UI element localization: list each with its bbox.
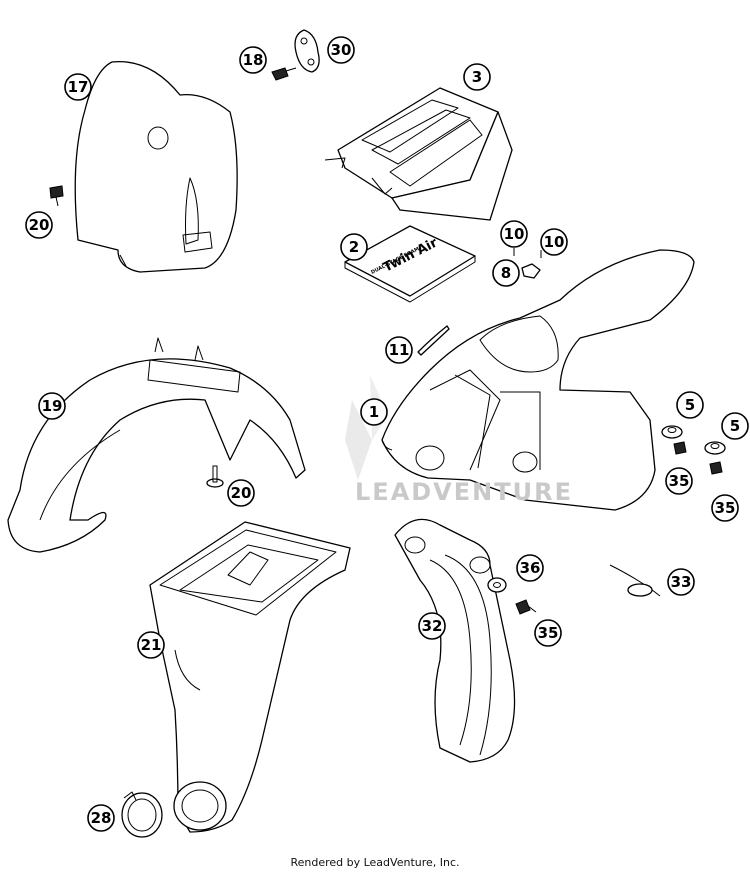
clip-parts[interactable]	[513, 248, 542, 279]
footer-credit: Rendered by LeadVenture, Inc.	[290, 856, 460, 869]
rear-fender-part[interactable]	[381, 249, 695, 511]
screw-part-18[interactable]	[271, 67, 297, 81]
svg-text:35: 35	[715, 499, 736, 517]
watermark-text: LEADVENTURE	[355, 478, 573, 506]
svg-text:35: 35	[538, 624, 559, 642]
svg-text:20: 20	[29, 216, 50, 234]
callout-5-left[interactable]: 5	[676, 391, 704, 419]
svg-text:11: 11	[389, 341, 410, 359]
air-filter-part[interactable]: Twin Air DUAL-STAGE FOAM	[344, 225, 476, 303]
callout-21[interactable]: 21	[137, 631, 165, 659]
svg-text:3: 3	[472, 68, 482, 86]
svg-text:18: 18	[243, 51, 264, 69]
svg-text:32: 32	[422, 617, 443, 635]
callout-11[interactable]: 11	[385, 336, 413, 364]
svg-text:1: 1	[369, 403, 379, 421]
svg-text:8: 8	[501, 264, 511, 282]
callout-10-right[interactable]: 10	[540, 228, 568, 256]
cable-tie-part[interactable]	[609, 564, 661, 597]
svg-text:17: 17	[68, 78, 89, 96]
bolt-part-20-lower[interactable]	[206, 465, 224, 488]
screw-part-35-left[interactable]	[673, 441, 687, 455]
svg-text:2: 2	[349, 238, 359, 256]
svg-text:5: 5	[685, 396, 695, 414]
svg-text:10: 10	[544, 233, 565, 251]
screw-part-35-lower[interactable]	[515, 599, 537, 615]
callout-2[interactable]: 2	[340, 233, 368, 261]
callout-32[interactable]: 32	[418, 612, 446, 640]
svg-text:30: 30	[331, 41, 352, 59]
callout-20-lower[interactable]: 20	[227, 479, 255, 507]
svg-text:36: 36	[520, 559, 541, 577]
callout-36[interactable]: 36	[516, 554, 544, 582]
svg-text:28: 28	[91, 809, 112, 827]
callout-1[interactable]: 1	[360, 398, 388, 426]
callout-10-left[interactable]: 10	[500, 220, 528, 248]
callout-35-lower[interactable]: 35	[534, 619, 562, 647]
front-fender-part[interactable]	[7, 337, 306, 553]
callout-5-right[interactable]: 5	[721, 412, 749, 440]
callout-3[interactable]: 3	[463, 63, 491, 91]
svg-text:5: 5	[730, 417, 740, 435]
svg-text:19: 19	[42, 397, 63, 415]
intake-boot-part[interactable]	[149, 521, 351, 833]
callout-17[interactable]: 17	[64, 73, 92, 101]
callout-20-upper[interactable]: 20	[25, 211, 53, 239]
svg-text:33: 33	[671, 573, 692, 591]
callout-35-right[interactable]: 35	[711, 494, 739, 522]
hose-clamp-part[interactable]	[121, 791, 163, 838]
number-plate-part[interactable]	[74, 60, 238, 273]
grommet-part-5-right[interactable]	[704, 441, 726, 455]
callout-35-left[interactable]: 35	[665, 467, 693, 495]
washer-part-36[interactable]	[487, 577, 507, 593]
watermark-logo	[345, 375, 388, 480]
callout-30[interactable]: 30	[327, 36, 355, 64]
svg-text:21: 21	[141, 636, 162, 654]
strip-part-11[interactable]	[417, 325, 450, 356]
screw-part-35-right[interactable]	[709, 461, 723, 475]
svg-text:20: 20	[231, 484, 252, 502]
callout-33[interactable]: 33	[667, 568, 695, 596]
grommet-part-5-left[interactable]	[661, 425, 683, 439]
callout-19[interactable]: 19	[38, 392, 66, 420]
svg-text:10: 10	[504, 225, 525, 243]
svg-text:35: 35	[669, 472, 690, 490]
callout-28[interactable]: 28	[87, 804, 115, 832]
bracket-part-30[interactable]	[294, 29, 320, 73]
bolt-part-20-upper[interactable]	[49, 185, 64, 207]
callout-8[interactable]: 8	[492, 259, 520, 287]
airbox-cover-part[interactable]	[324, 87, 513, 221]
side-panel-part[interactable]	[394, 518, 516, 763]
callout-18[interactable]: 18	[239, 46, 267, 74]
